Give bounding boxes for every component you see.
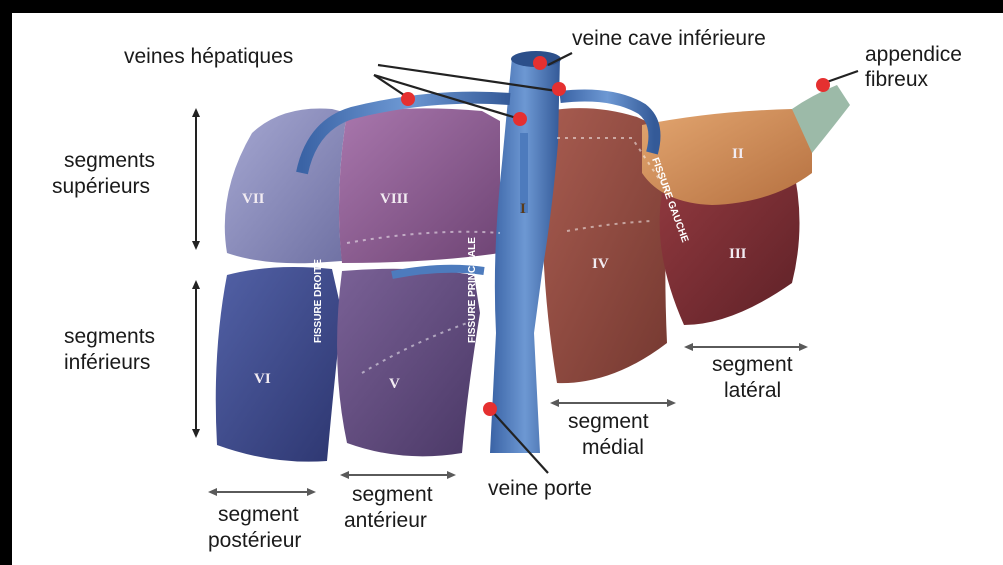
label-veine-cave: veine cave inférieure — [572, 27, 766, 50]
segment-III-label: III — [729, 246, 747, 262]
segment-II-label: II — [732, 146, 744, 162]
segment-VIII-label: VIII — [380, 191, 409, 207]
label-seg-post-1: segment — [218, 503, 299, 526]
label-seg-ant-1: segment — [352, 483, 433, 506]
label-seg-post-2: postérieur — [208, 529, 301, 552]
label-veine-porte: veine porte — [488, 477, 592, 500]
segment-V — [337, 269, 480, 457]
label-seg-lat-1: segment — [712, 353, 793, 376]
label-seg-lat-2: latéral — [724, 379, 781, 402]
segment-V-label: V — [389, 376, 400, 392]
label-seg-sup-1: segments — [64, 149, 155, 172]
segment-VI-label: VI — [254, 371, 271, 387]
fissure-principale-label: FISSURE PRINCIPALE — [467, 237, 478, 343]
label-seg-med-2: médial — [582, 436, 644, 459]
label-seg-ant-2: antérieur — [344, 509, 427, 532]
label-appendice-2: fibreux — [865, 68, 929, 91]
label-seg-inf-2: inférieurs — [64, 351, 150, 374]
segment-I-label: I — [520, 201, 526, 217]
label-veines-hepatiques: veines hépatiques — [124, 45, 293, 68]
liver-diagram: VII VIII I IV II III VI V FISSURE DROITE… — [12, 13, 1003, 565]
label-seg-sup-2: supérieurs — [52, 175, 150, 198]
diagram-frame: VII VIII I IV II III VI V FISSURE DROITE… — [12, 13, 1003, 565]
segment-VII-label: VII — [242, 191, 265, 207]
label-appendice-1: appendice — [865, 43, 962, 66]
segment-IV-label: IV — [592, 256, 609, 272]
vertical-arrows — [192, 108, 200, 438]
label-seg-inf-1: segments — [64, 325, 155, 348]
label-seg-med-1: segment — [568, 410, 649, 433]
fissure-droite-label: FISSURE DROITE — [313, 259, 324, 343]
